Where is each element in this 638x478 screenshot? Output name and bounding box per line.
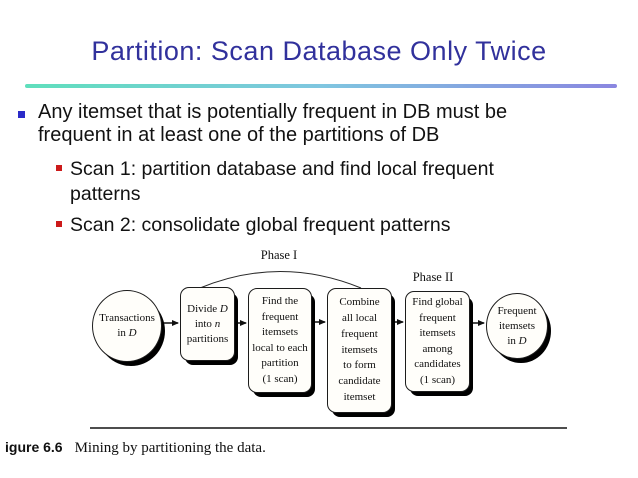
level1-bullet-icon (18, 111, 25, 118)
figure-caption-number: igure 6.6 (5, 439, 63, 455)
caption-divider-rule (90, 427, 567, 429)
level2-bullet-icon (56, 165, 62, 171)
bullet-level1-text: Any itemset that is potentially frequent… (38, 101, 508, 146)
phase1-label: Phase I (260, 248, 298, 262)
phase2-label: Phase II (412, 270, 454, 284)
figure-caption-text: Mining by partitioning the data. (74, 440, 266, 456)
page-title: Partition: Scan Database Only Twice (91, 36, 547, 66)
figure-caption: igure 6.6 Mining by partitioning the data… (5, 439, 266, 457)
bullet-scan2-text: Scan 2: consolidate global frequent patt… (70, 214, 451, 236)
level2-bullet-icon (56, 221, 62, 227)
phase1-brace-arc (199, 270, 362, 289)
title-underline-rule (25, 84, 617, 88)
bullet-scan1-text: Scan 1: partition database and find loca… (70, 158, 494, 205)
